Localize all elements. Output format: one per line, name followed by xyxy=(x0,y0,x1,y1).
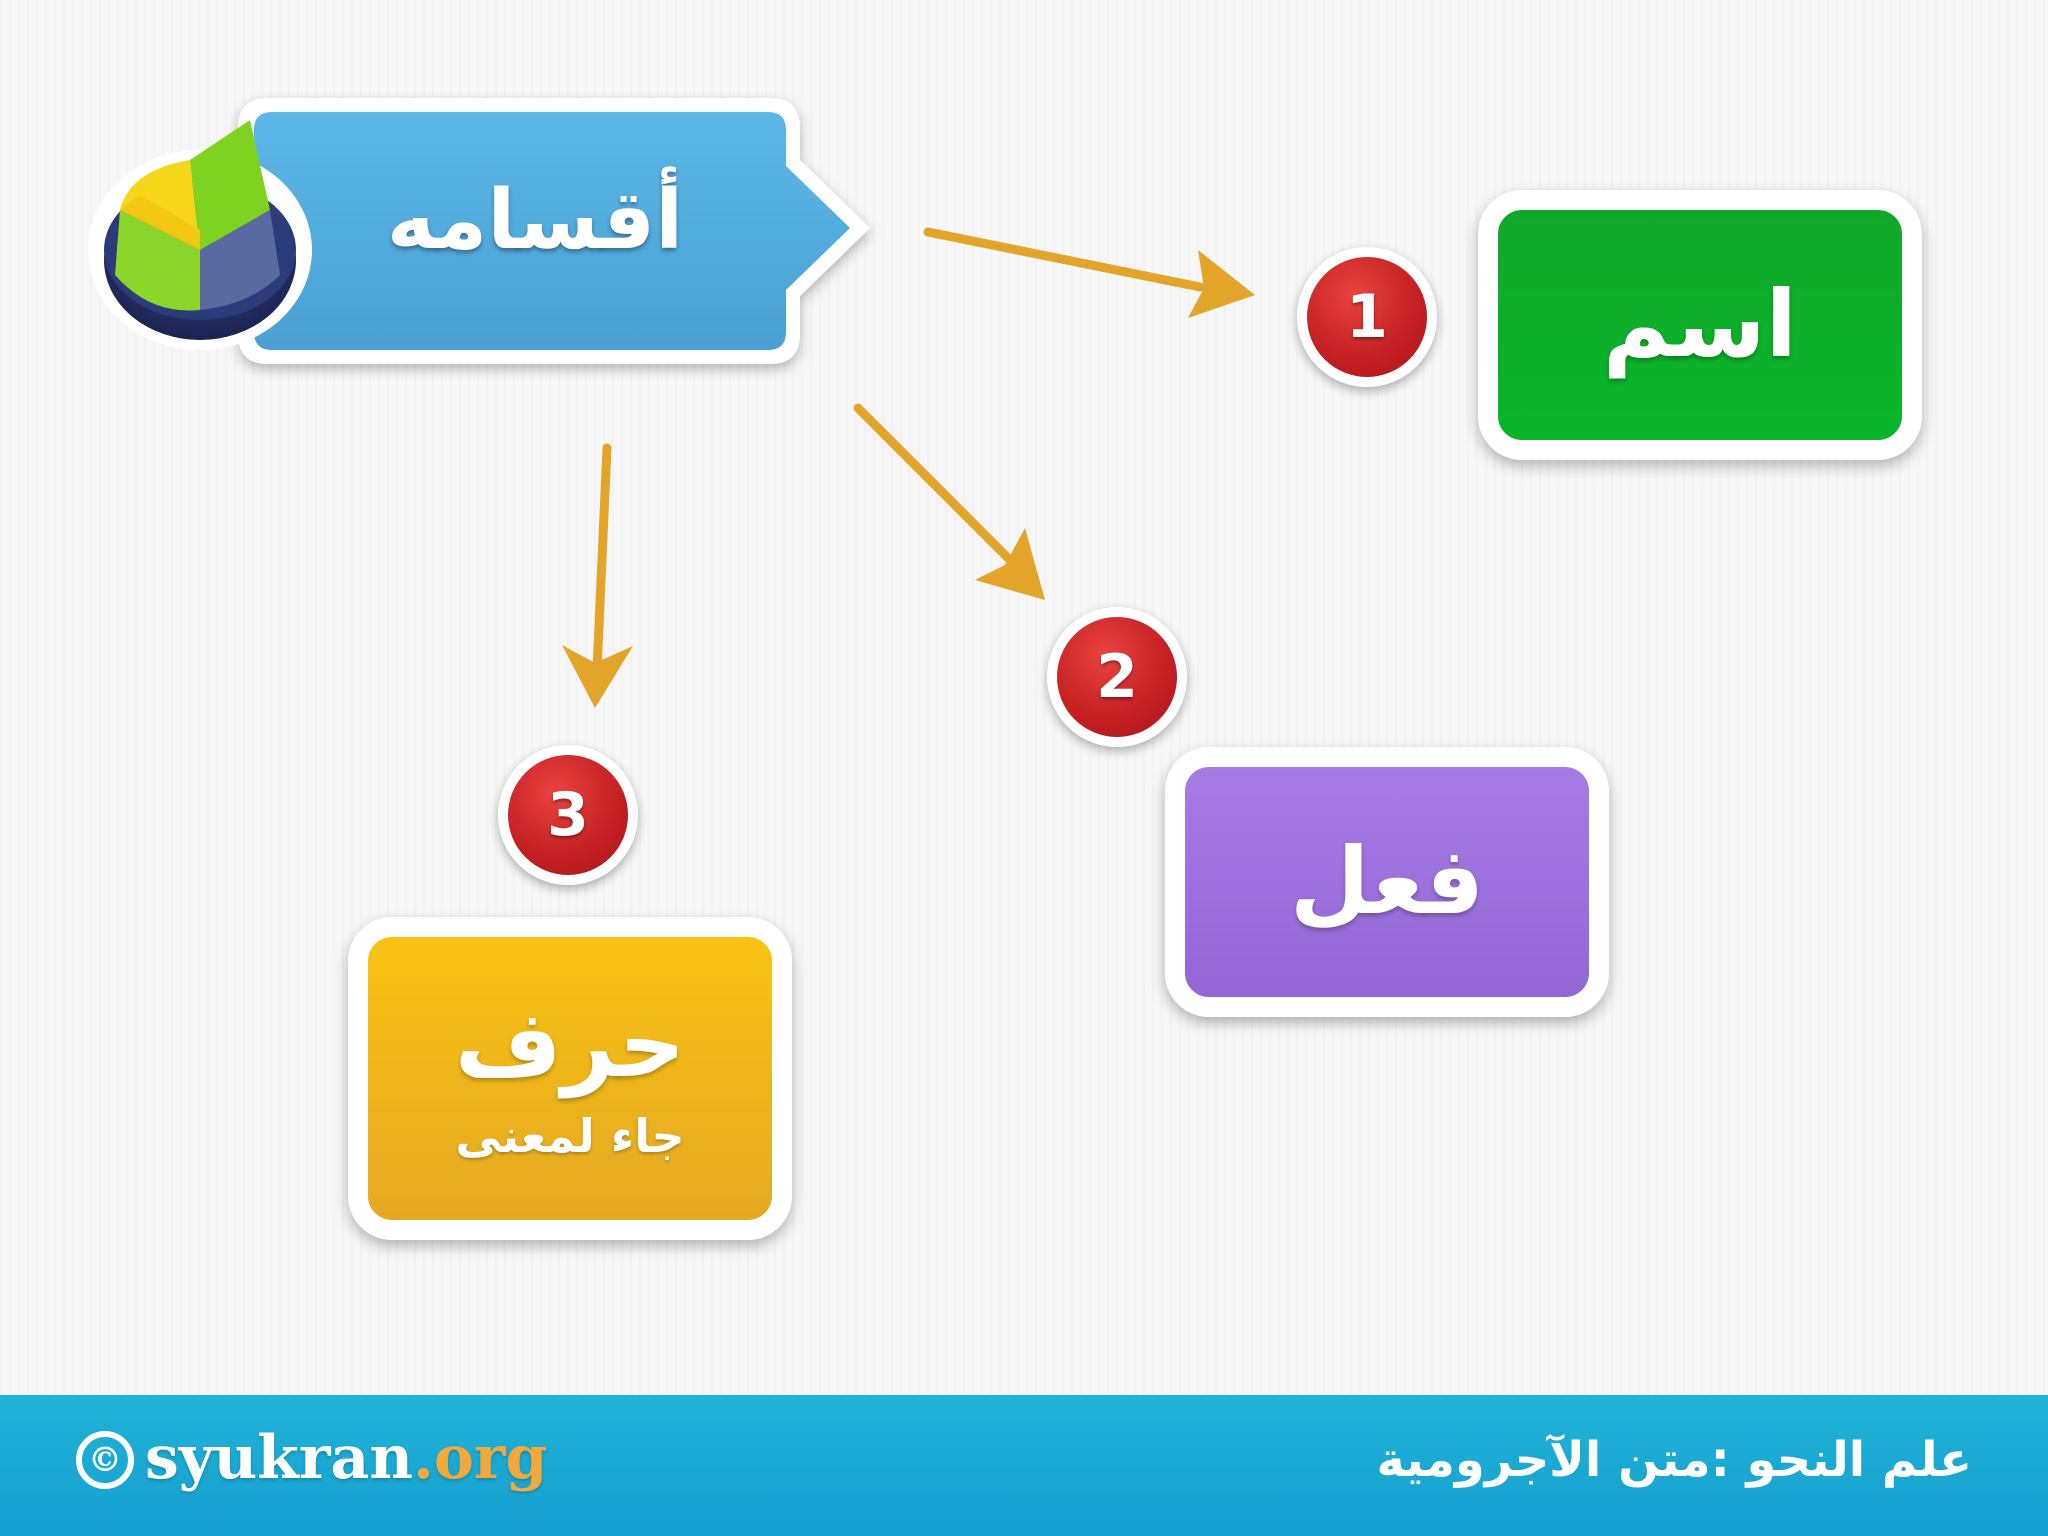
category-box-harf: حرف جاء لمعنى xyxy=(348,917,792,1240)
arrow-to-ism-head xyxy=(1188,250,1255,318)
heading-label: أقسامه xyxy=(386,172,684,268)
arrow-to-harf-head xyxy=(562,645,633,708)
number-badge-1: 1 xyxy=(1297,247,1437,387)
footer-bar xyxy=(0,1395,2048,1536)
category-title-fil: فعل xyxy=(1289,828,1485,936)
arrow-to-fil xyxy=(853,403,1015,565)
arrow-to-ism xyxy=(923,227,1205,292)
brand-logo-text: syukran.org xyxy=(145,1418,547,1498)
arrow-to-fil-head xyxy=(975,528,1045,600)
pie-chart-icon xyxy=(88,120,312,350)
copyright-icon: © xyxy=(76,1431,134,1489)
category-box-ism: اسم xyxy=(1478,190,1922,460)
category-subtitle-harf: جاء لمعنى xyxy=(455,1109,685,1164)
category-title-ism: اسم xyxy=(1602,271,1798,379)
number-badge-3: 3 xyxy=(498,745,638,885)
category-title-harf: حرف xyxy=(454,990,686,1098)
brand-name: syukran xyxy=(145,1423,413,1493)
brand-tld: .org xyxy=(412,1423,548,1493)
arrow-to-harf xyxy=(592,443,612,675)
footer-course-title: علم النحو :متن الآجرومية xyxy=(1376,1432,1972,1488)
number-badge-2: 2 xyxy=(1047,607,1187,747)
category-box-fil: فعل xyxy=(1165,747,1609,1017)
